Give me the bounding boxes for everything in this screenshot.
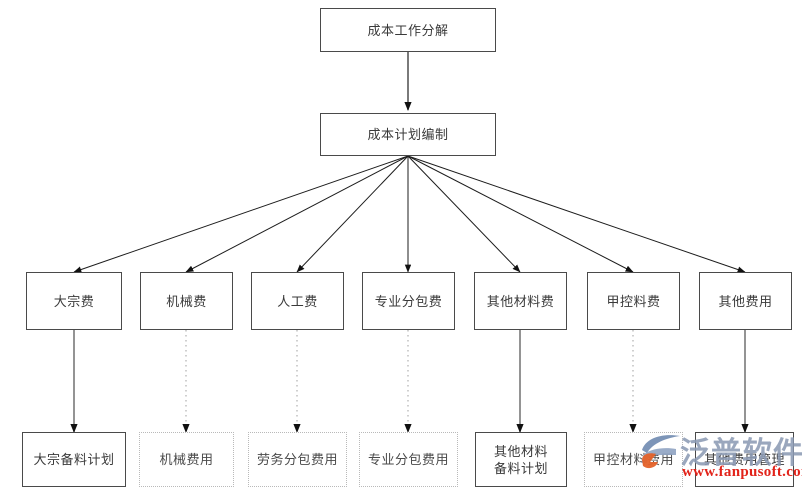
node-category-other-material-label: 其他材料费: [486, 293, 555, 309]
node-plan-labor-subcontract-cost[interactable]: 劳务分包费用: [248, 432, 347, 487]
node-category-subcontract-label: 专业分包费: [374, 293, 443, 309]
edge-plan-to-category-1: [73, 155, 409, 273]
node-cost-plan[interactable]: 成本计划编制: [320, 113, 496, 156]
node-plan-machinery-cost[interactable]: 机械费用: [139, 432, 234, 487]
edge-plan-to-category-5: [407, 155, 521, 273]
node-plan-other-material-plan-label: 其他材料 备料计划: [493, 443, 548, 476]
node-plan-machinery-cost-label: 机械费用: [159, 452, 214, 467]
node-category-owner-supplied-label: 甲控料费: [606, 293, 661, 309]
node-plan-other-material-plan[interactable]: 其他材料 备料计划: [475, 432, 567, 487]
node-cost-plan-label: 成本计划编制: [367, 127, 449, 142]
node-category-machinery[interactable]: 机械费: [140, 272, 233, 330]
node-category-other-material[interactable]: 其他材料费: [474, 272, 567, 330]
node-category-bulk[interactable]: 大宗费: [26, 272, 122, 330]
edge-plan-to-category-3: [296, 155, 409, 273]
node-plan-professional-subcontract-cost[interactable]: 专业分包费用: [359, 432, 458, 487]
node-category-other-expense[interactable]: 其他费用: [699, 272, 792, 330]
node-category-subcontract[interactable]: 专业分包费: [362, 272, 455, 330]
node-plan-owner-supplied-cost[interactable]: 甲控材料费用: [584, 432, 683, 487]
node-plan-owner-supplied-cost-label: 甲控材料费用: [592, 452, 674, 467]
node-category-bulk-label: 大宗费: [53, 293, 95, 309]
node-plan-professional-subcontract-cost-label: 专业分包费用: [367, 452, 449, 467]
node-category-owner-supplied[interactable]: 甲控料费: [587, 272, 680, 330]
node-category-other-expense-label: 其他费用: [718, 293, 773, 309]
edge-plan-to-category-7: [407, 155, 746, 273]
node-category-labor[interactable]: 人工费: [251, 272, 344, 330]
node-category-labor-label: 人工费: [277, 293, 318, 309]
node-root[interactable]: 成本工作分解: [320, 8, 496, 52]
node-plan-bulk-material-label: 大宗备料计划: [33, 452, 115, 467]
node-plan-labor-subcontract-cost-label: 劳务分包费用: [256, 452, 338, 467]
edge-plan-to-category-2: [185, 155, 409, 273]
node-plan-other-expense-mgmt-label: 其他费用管理: [703, 452, 785, 467]
node-plan-other-expense-mgmt[interactable]: 其他费用管理: [695, 432, 794, 487]
node-plan-bulk-material[interactable]: 大宗备料计划: [22, 432, 126, 487]
edge-plan-to-category-6: [407, 155, 634, 273]
node-root-label: 成本工作分解: [367, 22, 449, 38]
node-category-machinery-label: 机械费: [166, 293, 207, 309]
